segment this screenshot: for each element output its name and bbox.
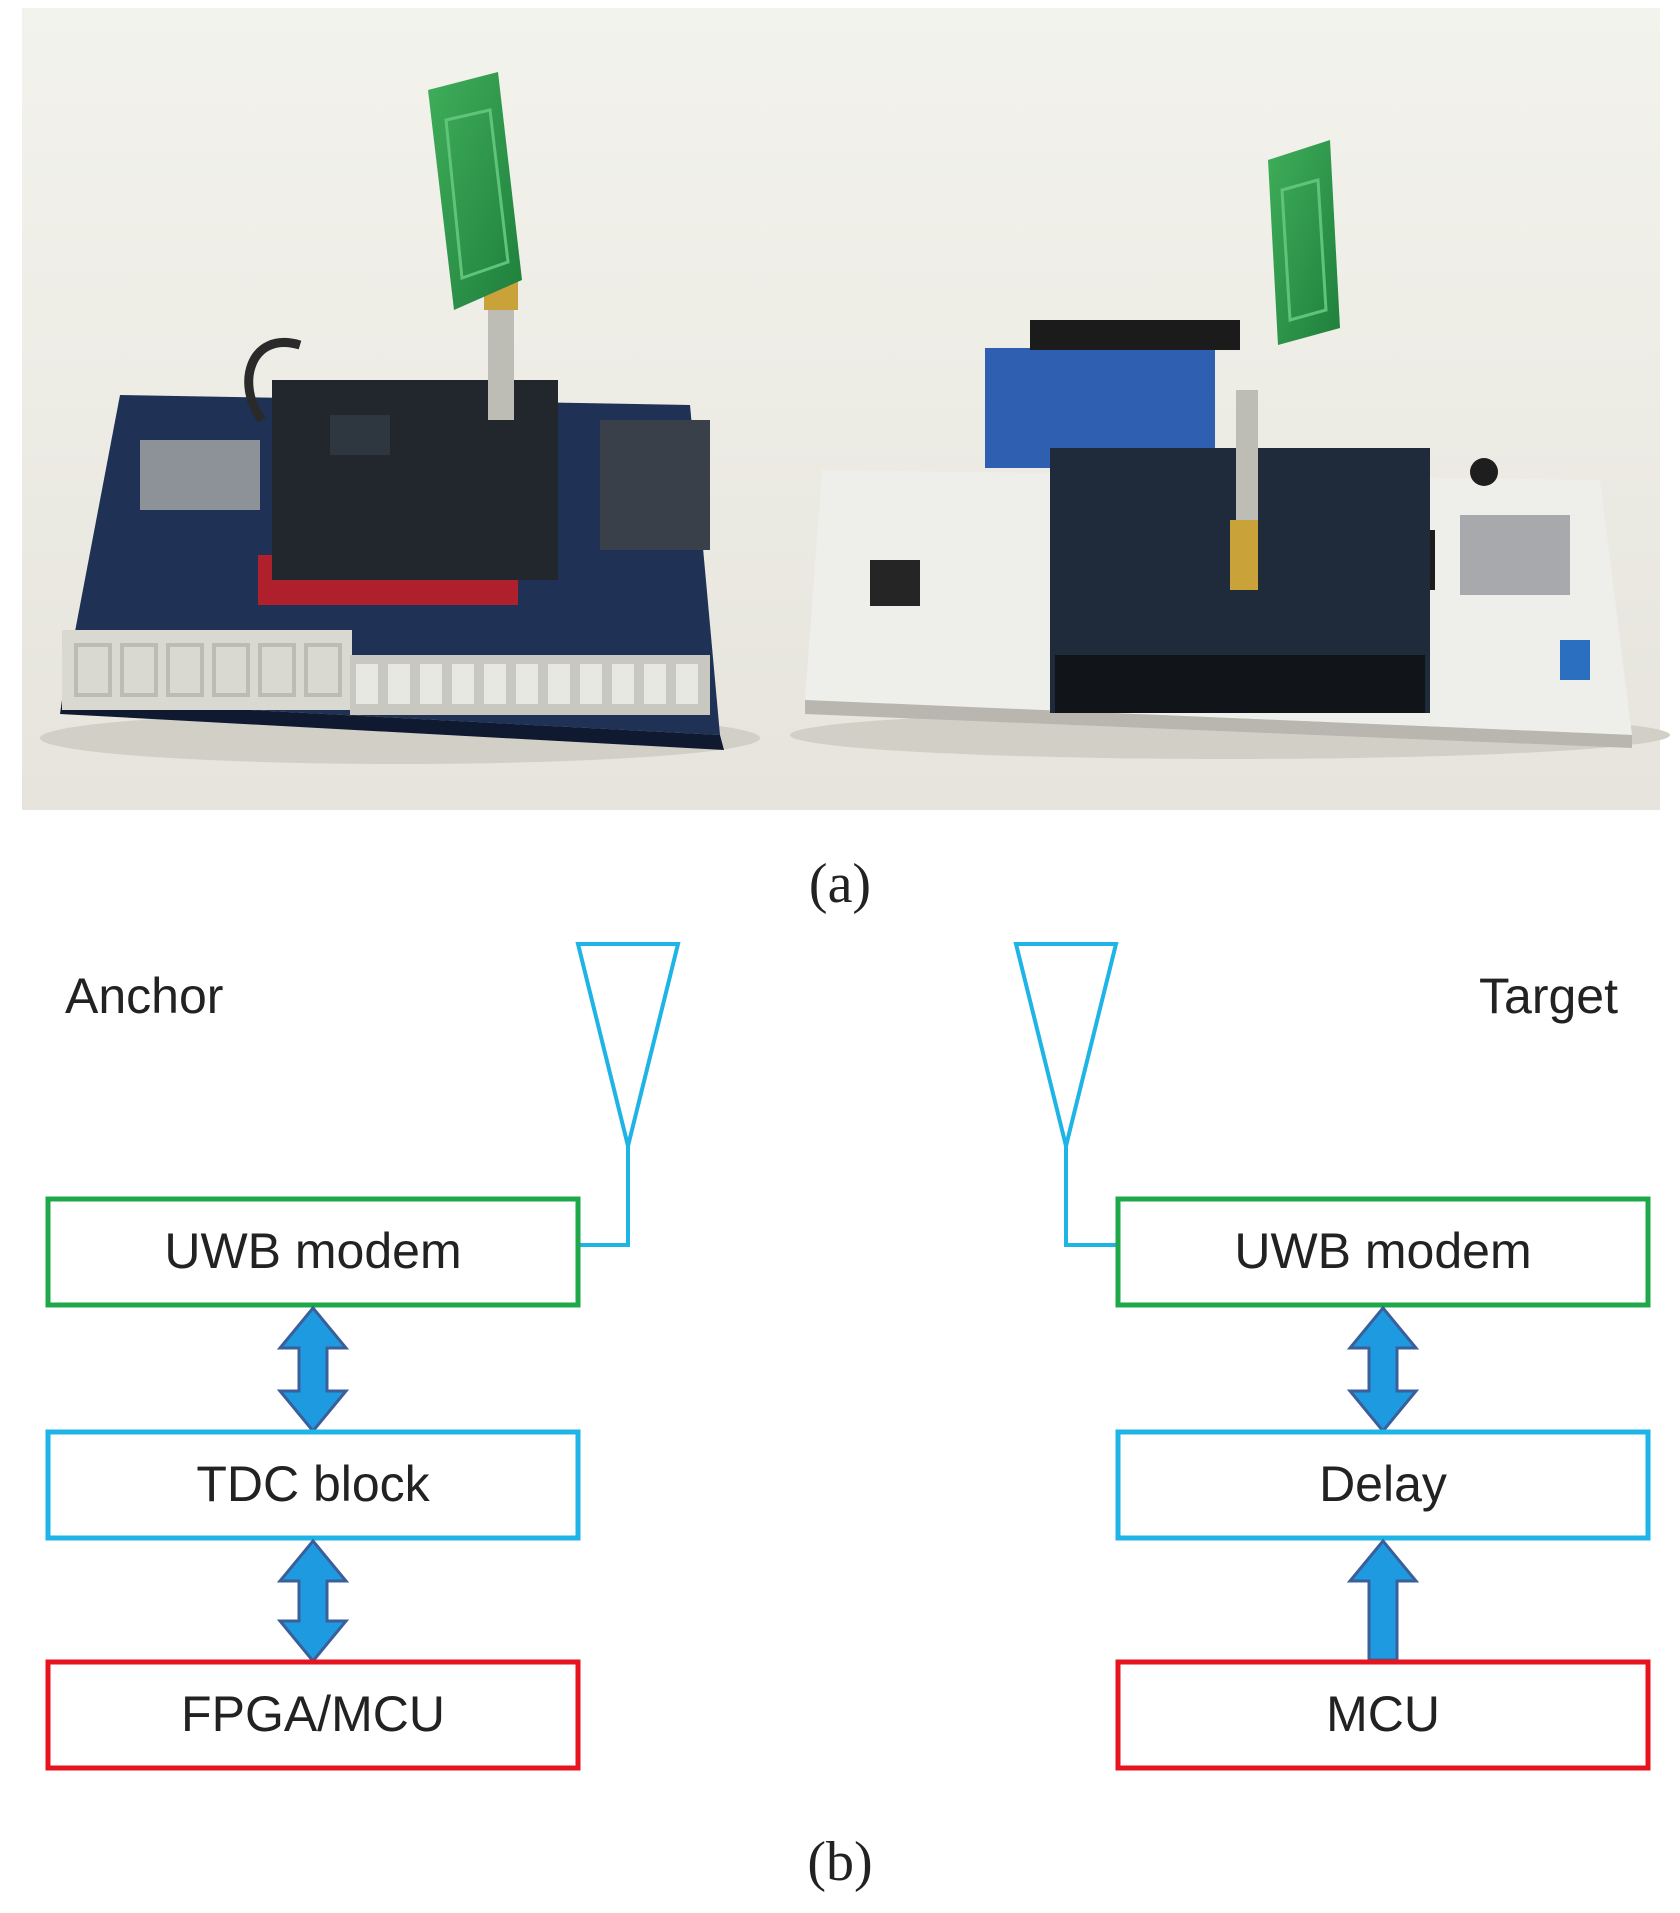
panel-b-caption: (b)	[807, 1831, 872, 1893]
target-board-photo	[790, 140, 1670, 759]
target-uwb-modem-label: UWB modem	[1234, 1223, 1531, 1279]
anchor-board-photo	[40, 72, 760, 764]
target-delay-box	[1115, 1429, 1651, 1541]
target-uwb-modem-box	[1115, 1196, 1651, 1308]
target-mcu-label: MCU	[1326, 1686, 1440, 1742]
panel-a-caption: (a)	[809, 853, 871, 915]
anchor-arrow-modem-tdc	[276, 1305, 350, 1434]
anchor-arrow-tdc-fpga	[276, 1538, 350, 1664]
block-diagram: Anchor UWB modem TDC block FPGA/MCU Targ…	[45, 942, 1651, 1771]
target-antenna-feed	[1064, 1146, 1118, 1247]
target-antenna-triangle	[1013, 942, 1119, 1147]
target-arrow-mcu-delay	[1346, 1538, 1420, 1662]
hardware-photo	[22, 8, 1670, 810]
target-arrow-modem-delay	[1346, 1305, 1420, 1434]
target-delay-label: Delay	[1319, 1456, 1447, 1512]
anchor-tdc-block-box	[45, 1429, 581, 1541]
anchor-fpga-mcu-label: FPGA/MCU	[181, 1686, 445, 1742]
anchor-title: Anchor	[65, 968, 223, 1024]
target-antenna	[1013, 942, 1119, 1247]
anchor-uwb-modem-box	[45, 1196, 581, 1308]
target-title: Target	[1479, 968, 1618, 1024]
anchor-antenna	[575, 942, 681, 1247]
target-mcu-box	[1115, 1659, 1651, 1771]
anchor-tdc-block-label: TDC block	[196, 1456, 430, 1512]
anchor-uwb-modem-label: UWB modem	[164, 1223, 461, 1279]
anchor-antenna-triangle	[575, 942, 681, 1147]
anchor-antenna-feed	[578, 1146, 630, 1247]
anchor-fpga-mcu-box	[45, 1659, 581, 1771]
